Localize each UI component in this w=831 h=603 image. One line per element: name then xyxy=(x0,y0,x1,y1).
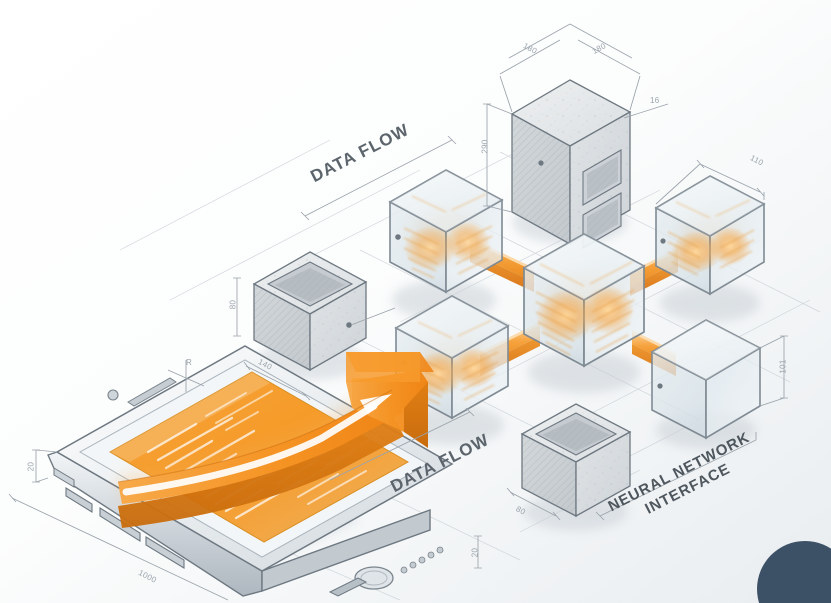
node-anchor-point xyxy=(660,238,666,244)
dim-cube-right-height: 101 xyxy=(778,359,788,374)
data-transfer-arrow xyxy=(117,352,434,528)
dimension-lines xyxy=(8,23,788,601)
block-bottom-small-concrete-module xyxy=(520,403,632,518)
arrow-highlight xyxy=(122,394,392,496)
dim-block-height: 290 xyxy=(480,139,490,154)
block-anchor-point xyxy=(346,322,352,328)
earpiece-speaker xyxy=(127,377,177,407)
node-anchor-point xyxy=(395,234,401,240)
dim-phone-corner-radius: R xyxy=(186,358,193,367)
dim-phone-thickness: 20 xyxy=(26,461,36,472)
node-top-right-glass-cube xyxy=(654,175,766,296)
block-anchor-point xyxy=(538,160,544,166)
block-left-small-concrete-module xyxy=(252,251,396,372)
speaker-grille xyxy=(400,546,444,574)
dim-small-block-height: 80 xyxy=(228,299,238,310)
charging-port xyxy=(328,577,368,597)
dim-phone-bezel: 20 xyxy=(470,547,480,558)
node-top-left-glass-cube xyxy=(388,169,504,294)
dim-leader-16 xyxy=(623,103,669,119)
mute-switch xyxy=(53,467,75,488)
block-openings xyxy=(582,149,622,249)
block-tall-concrete-module xyxy=(510,79,632,249)
volume-buttons xyxy=(65,487,185,569)
node-center-glass-cube xyxy=(522,233,646,368)
node-right-glass-cube-inactive xyxy=(650,319,762,440)
node-anchor-point xyxy=(657,383,663,389)
front-camera xyxy=(107,389,119,401)
dim-block-leader: 16 xyxy=(650,96,660,105)
home-button xyxy=(354,566,394,590)
